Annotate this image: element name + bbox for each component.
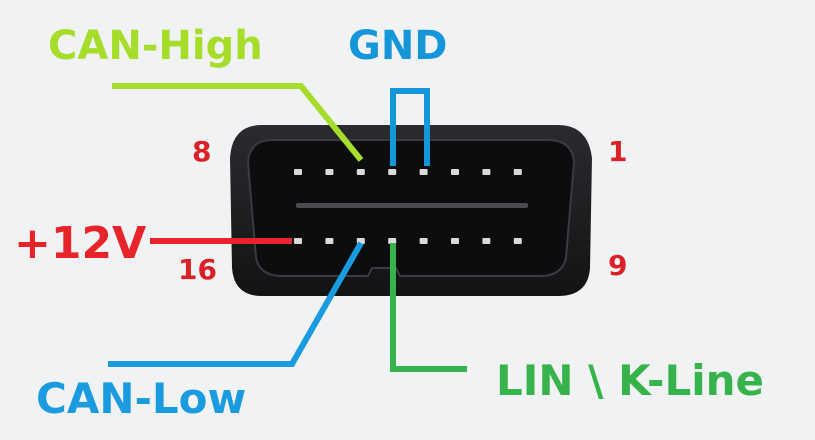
lin-lead-line <box>390 243 467 372</box>
gnd-lead-line <box>390 88 430 166</box>
pin-contact-2 <box>482 169 491 175</box>
pin-contact-15 <box>325 238 334 244</box>
pin-contact-7 <box>325 169 334 175</box>
lin-k-line-label: LIN \ K-Line <box>496 356 764 405</box>
pin-contact-5 <box>388 169 397 175</box>
pin-row-top <box>294 169 522 175</box>
pin-row-bottom <box>294 238 522 244</box>
obd2-connector <box>230 125 592 296</box>
pin-contact-3 <box>451 169 459 175</box>
can-low-label: CAN-Low <box>36 374 247 423</box>
pin-contact-12 <box>419 238 428 244</box>
pin-number-9: 9 <box>608 249 628 282</box>
center-divider <box>296 203 528 208</box>
pin-contact-1 <box>513 169 522 175</box>
pin-contact-16 <box>294 238 302 244</box>
pin-contact-13 <box>388 238 397 244</box>
pin-contact-4 <box>419 169 428 175</box>
can-low-lead-line <box>108 241 364 367</box>
can-high-lead-line <box>112 83 364 162</box>
pin-contact-6 <box>356 169 365 175</box>
pin-number-16: 16 <box>178 253 217 286</box>
gnd-label: GND <box>348 23 448 69</box>
v12-label: +12V <box>14 218 147 269</box>
pin-contact-10 <box>482 238 491 244</box>
lead-lines <box>108 83 467 372</box>
pin-number-8: 8 <box>192 135 212 168</box>
can-high-label: CAN-High <box>48 23 263 69</box>
pin-contact-11 <box>451 238 459 244</box>
pin-contact-8 <box>294 169 302 175</box>
pin-contact-9 <box>513 238 522 244</box>
pin-number-1: 1 <box>608 135 628 168</box>
